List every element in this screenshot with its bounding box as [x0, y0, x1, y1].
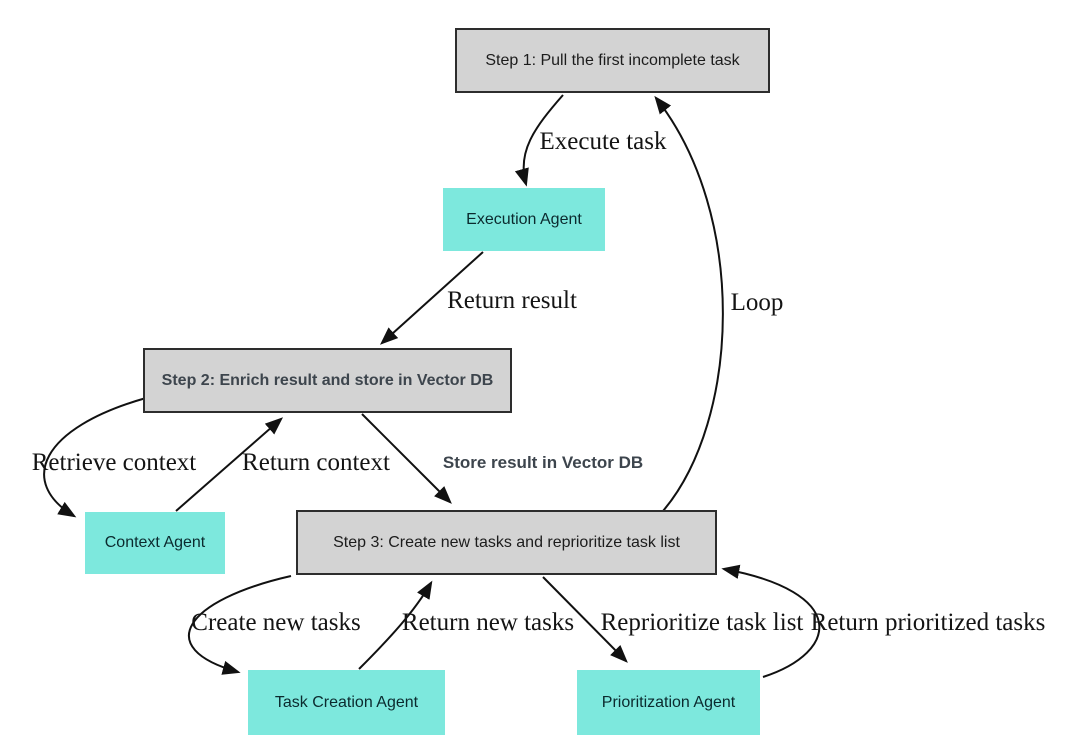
edge-label-execute-task: Execute task — [539, 128, 667, 155]
edge-reprioritize-task-list — [542, 576, 628, 663]
edge-label-return-result: Return result — [447, 287, 577, 314]
edge-store-result — [361, 413, 452, 504]
edge-label-store-result: Store result in Vector DB — [442, 453, 644, 472]
edge-create-new-tasks — [188, 575, 292, 675]
context-agent-node: Context Agent — [85, 512, 225, 574]
task-creation-agent-label: Task Creation Agent — [274, 693, 419, 711]
edge-return-new-tasks — [358, 580, 433, 670]
edge-execute-task — [514, 94, 564, 187]
edge-label-create-new-tasks: Create new tasks — [191, 609, 361, 636]
step2-node: Step 2: Enrich result and store in Vecto… — [143, 348, 512, 413]
execution-agent-label: Execution Agent — [466, 210, 582, 228]
edge-return-result — [379, 251, 484, 345]
execution-agent-node: Execution Agent — [443, 188, 605, 251]
edge-label-return-context: Return context — [242, 449, 390, 476]
edge-label-retrieve-context: Retrieve context — [31, 449, 197, 476]
edge-label-return-new-tasks: Return new tasks — [401, 609, 575, 636]
edge-return-context — [175, 417, 284, 512]
prioritization-agent-node: Prioritization Agent — [577, 670, 760, 735]
edge-retrieve-context — [43, 397, 147, 518]
edge-return-prioritized-tasks — [721, 564, 821, 678]
edge-label-return-prioritized-tasks: Return prioritized tasks — [810, 609, 1046, 636]
step2-label: Step 2: Enrich result and store in Vecto… — [161, 371, 494, 389]
step1-label: Step 1: Pull the first incomplete task — [485, 51, 740, 69]
edge-label-reprioritize-task-list: Reprioritize task list — [600, 609, 804, 636]
step3-label: Step 3: Create new tasks and reprioritiz… — [333, 533, 680, 551]
step1-node: Step 1: Pull the first incomplete task — [455, 28, 770, 93]
task-creation-agent-node: Task Creation Agent — [248, 670, 445, 735]
edge-label-loop: Loop — [730, 289, 784, 316]
prioritization-agent-label: Prioritization Agent — [601, 693, 736, 711]
edge-loop — [654, 95, 724, 512]
step3-node: Step 3: Create new tasks and reprioritiz… — [296, 510, 717, 575]
context-agent-label: Context Agent — [104, 534, 206, 551]
